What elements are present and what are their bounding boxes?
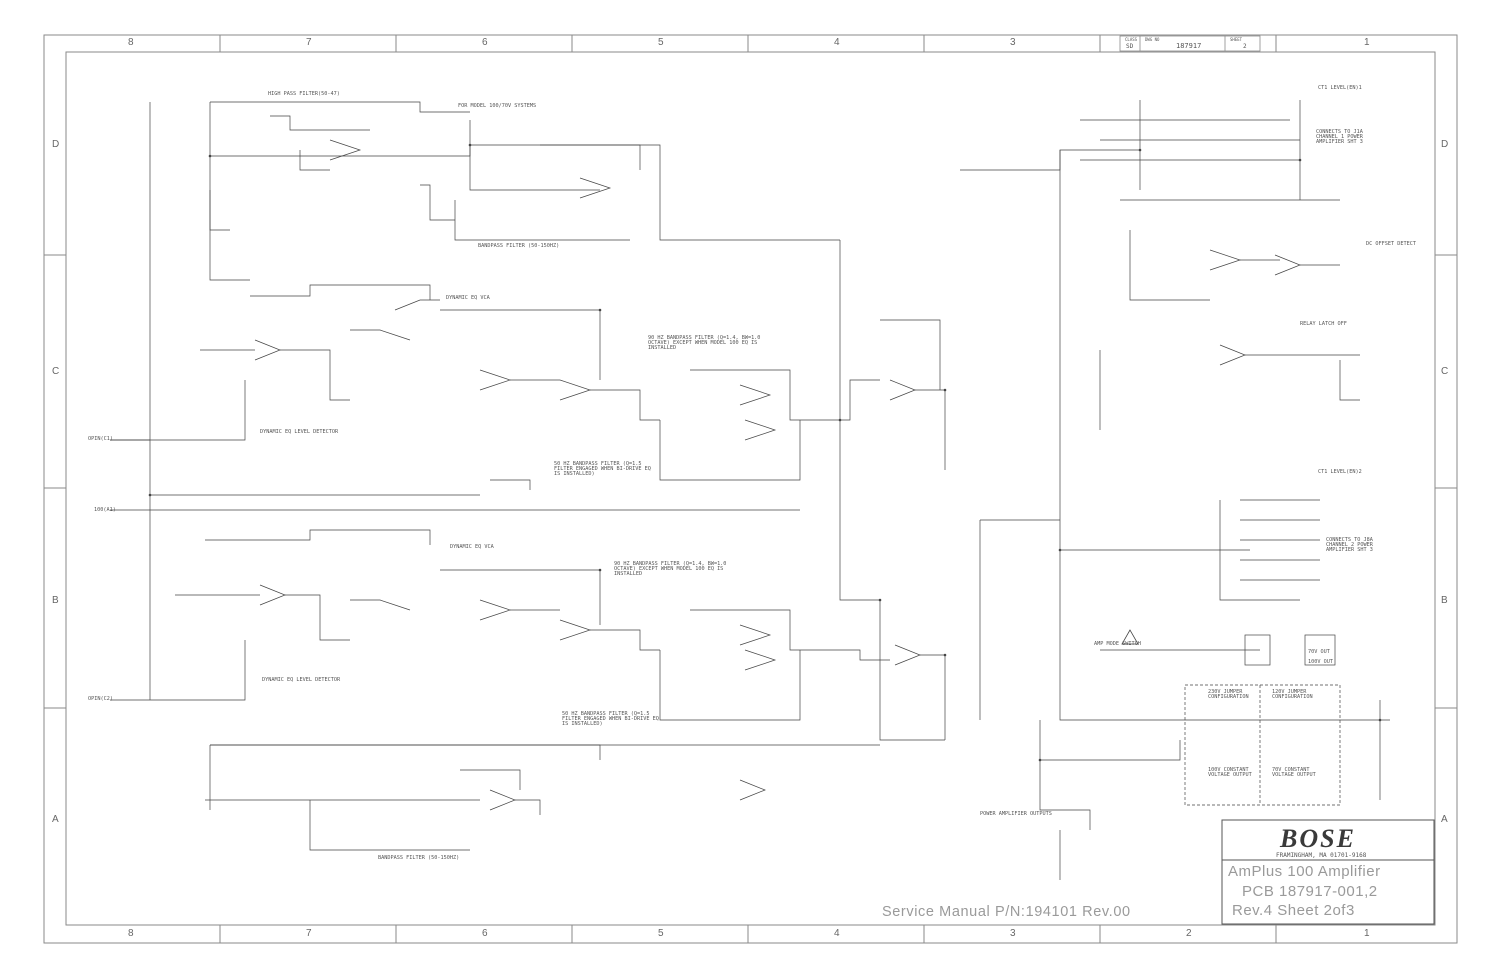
grid-row-d-left: D — [52, 139, 60, 150]
dwg-value: 187917 — [1176, 42, 1202, 50]
label-relay-latch: RELAY LATCH OFF — [1300, 321, 1347, 327]
label-230v-jumper: 230V JUMPER CONFIGURATION — [1208, 689, 1249, 701]
label-bp-note-3: 50 HZ BANDPASS FILTER (Q=1.5 FILTER ENGA… — [554, 461, 651, 478]
label-100v-output: 100V CONSTANT VOLTAGE OUTPUT — [1208, 767, 1252, 779]
title-line-1: AmPlus 100 Amplifier — [1228, 863, 1381, 880]
grid-row-b-left: B — [52, 595, 59, 606]
grid-col-7-bottom: 7 — [306, 928, 312, 939]
label-opin-2: OPIN(C2) — [88, 696, 113, 702]
label-dc-offset: DC OFFSET DETECT — [1366, 241, 1416, 247]
label-bp-note-1: 90 HZ BANDPASS FILTER (Q=1.4, BW=1.0 OCT… — [648, 335, 761, 352]
company-address: FRAMINGHAM, MA 01701-9168 — [1276, 852, 1367, 859]
bose-logo: BOSE — [1280, 824, 1356, 853]
label-bp-note-4: 50 HZ BANDPASS FILTER (Q=1.5 FILTER ENGA… — [562, 711, 659, 728]
class-label: CLASS — [1125, 37, 1138, 42]
label-bpf-1: BANDPASS FILTER (50-150HZ) — [478, 243, 560, 249]
class-value: SD — [1126, 43, 1134, 50]
label-deq-det-2: DYNAMIC EQ LEVEL DETECTOR — [262, 677, 341, 683]
label-amp-mode: AMP MODE SWITCH — [1094, 641, 1141, 647]
grid-col-8-bottom: 8 — [128, 928, 134, 939]
label-70v-output: 70V CONSTANT VOLTAGE OUTPUT — [1272, 767, 1316, 779]
sheet-label: SHEET — [1230, 37, 1243, 42]
label-for-models: FOR MODEL 100/70V SYSTEMS — [458, 103, 537, 109]
grid-col-4-top: 4 — [834, 37, 840, 48]
grid-col-3-bottom: 3 — [1010, 928, 1016, 939]
grid-col-1-bottom: 1 — [1364, 928, 1370, 939]
grid-col-3-top: 3 — [1010, 37, 1016, 48]
grid-row-c-left: C — [52, 366, 60, 377]
label-sig-1: 100(A1) — [94, 507, 116, 513]
service-manual-number: Service Manual P/N:194101 Rev.00 — [882, 904, 1131, 920]
grid-col-4-bottom: 4 — [834, 928, 840, 939]
label-conn-2: CONNECTS TO J8A CHANNEL 2 POWER AMPLIFIE… — [1326, 537, 1373, 554]
label-bpf-2: BANDPASS FILTER (50-150HZ) — [378, 855, 460, 861]
label-deq-vca-1: DYNAMIC EQ VCA — [446, 295, 490, 301]
grid-row-a-right: A — [1441, 814, 1448, 825]
grid-col-6-top: 6 — [482, 37, 488, 48]
title-line-3: Rev.4 Sheet 2of3 — [1232, 902, 1355, 919]
label-hpf: HIGH PASS FILTER(50-47) — [268, 91, 340, 97]
sheet-value: 2 — [1243, 43, 1247, 50]
grid-col-1-top: 1 — [1364, 37, 1370, 48]
label-70v-out: 70V OUT — [1308, 649, 1330, 655]
label-opin-1: OPIN(C1) — [88, 436, 113, 442]
dwg-label: DWG NO — [1145, 37, 1160, 42]
label-ct2: CT1 LEVEL(EN)2 — [1318, 469, 1362, 475]
label-120v-jumper: 120V JUMPER CONFIGURATION — [1272, 689, 1313, 701]
label-conn-1: CONNECTS TO J1A CHANNEL 1 POWER AMPLIFIE… — [1316, 129, 1363, 146]
label-pa-outputs: POWER AMPLIFIER OUTPUTS — [980, 811, 1052, 817]
grid-col-2-bottom: 2 — [1186, 928, 1192, 939]
label-deq-vca-2: DYNAMIC EQ VCA — [450, 544, 494, 550]
grid-row-c-right: C — [1441, 366, 1449, 377]
title-line-2: PCB 187917-001,2 — [1242, 883, 1378, 900]
grid-row-d-right: D — [1441, 139, 1449, 150]
grid-col-6-bottom: 6 — [482, 928, 488, 939]
grid-row-b-right: B — [1441, 595, 1448, 606]
grid-col-8-top: 8 — [128, 37, 134, 48]
grid-col-5-bottom: 5 — [658, 928, 664, 939]
grid-row-a-left: A — [52, 814, 59, 825]
grid-col-5-top: 5 — [658, 37, 664, 48]
grid-col-7-top: 7 — [306, 37, 312, 48]
label-bp-note-2: 90 HZ BANDPASS FILTER (Q=1.4, BW=1.0 OCT… — [614, 561, 727, 578]
label-deq-det-1: DYNAMIC EQ LEVEL DETECTOR — [260, 429, 339, 435]
label-ct1: CT1 LEVEL(EN)1 — [1318, 85, 1362, 91]
label-100v-out: 100V OUT — [1308, 659, 1333, 665]
